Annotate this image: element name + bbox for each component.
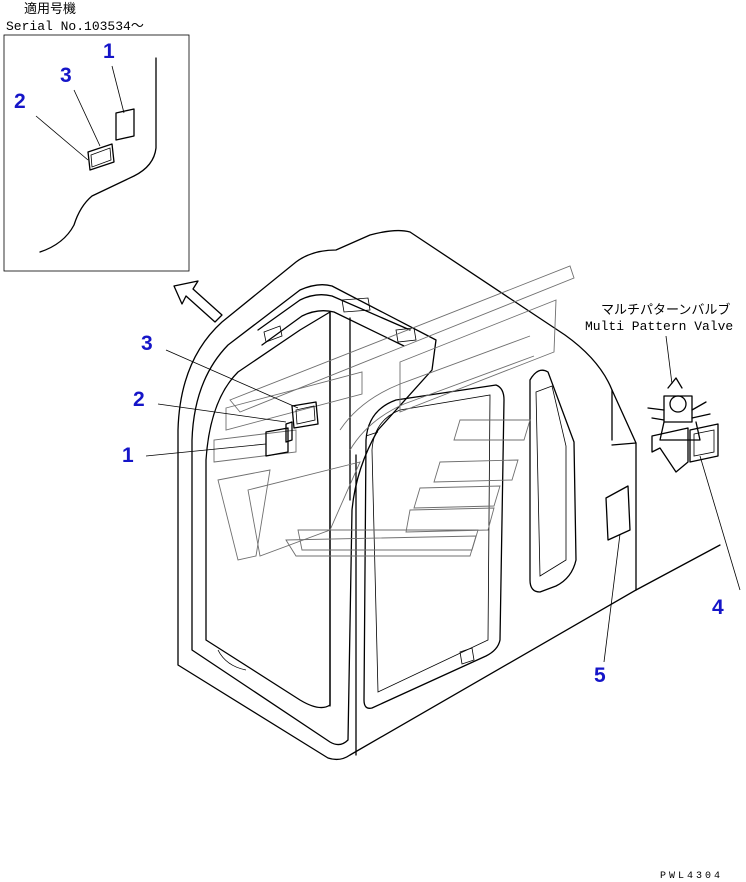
callout-4: 4 [712,596,724,619]
window-decals [145,349,319,457]
inset-detail-drawing [35,57,157,253]
view-arrow-icon [173,280,223,323]
inset-callout-3: 3 [60,64,72,87]
inset-applicable-label: 適用号機 [24,1,76,17]
inset-frame [3,34,190,272]
valve-label-jp: マルチパターンバルブ [601,302,730,318]
cab-body [177,229,721,761]
cab-structure-overlay [213,265,575,561]
inset-serial-label: Serial No.103534～ [6,19,144,34]
callout-3: 3 [141,332,153,355]
valve-label-en: Multi Pattern Valve [585,319,733,334]
part-5-decal [603,485,631,663]
callout-1: 1 [122,444,134,467]
multi-pattern-valve-icon [647,335,741,591]
callout-5: 5 [594,664,606,687]
inset-callout-2: 2 [14,90,26,113]
drawing-code: PWL4304 [660,871,723,882]
inset-callout-1: 1 [103,40,115,63]
callout-2: 2 [133,388,145,411]
